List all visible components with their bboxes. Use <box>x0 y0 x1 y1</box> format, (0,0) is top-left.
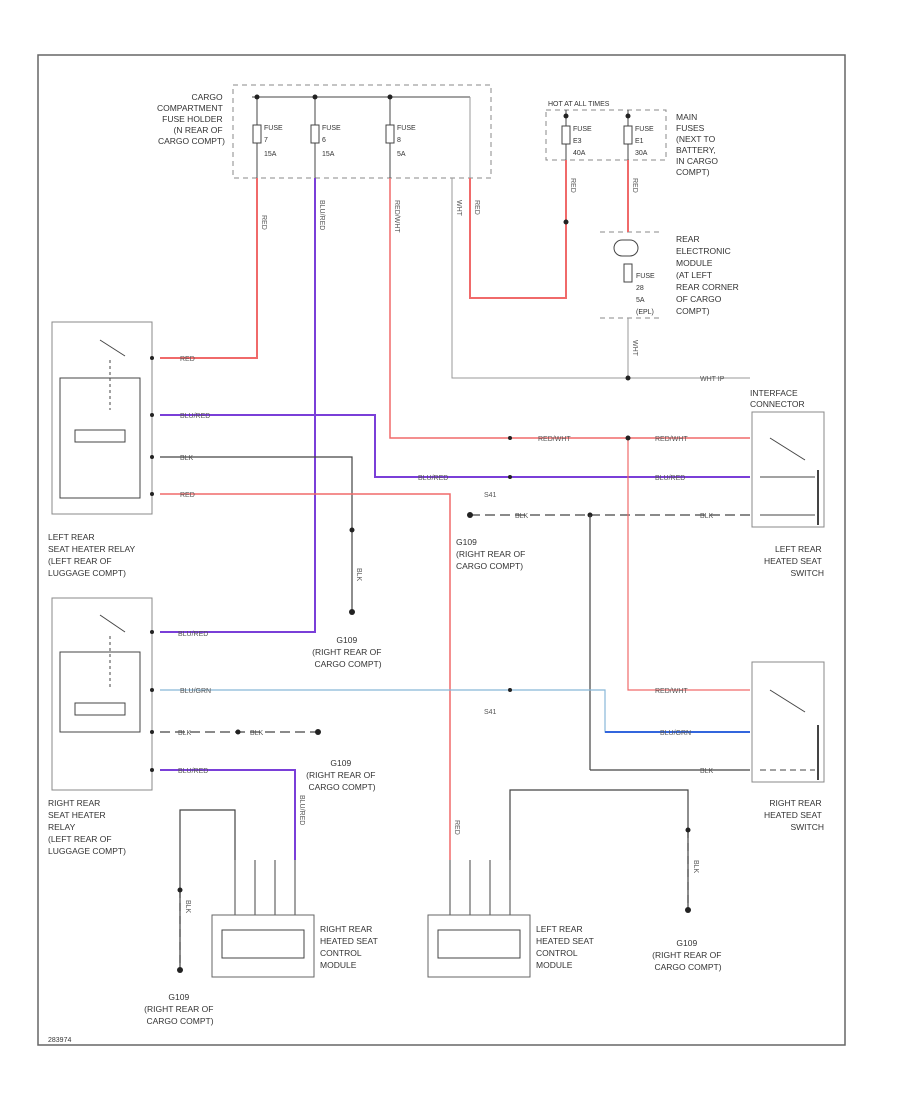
left-rear-heated-seat-switch: INTERFACE CONNECTOR LEFT REAR HEATED SEA… <box>750 388 825 578</box>
wire-violet-right-module <box>160 769 296 860</box>
left-rear-seat-heater-relay: LEFT REAR SEAT HEATER RELAY (LEFT REAR O… <box>48 321 154 578</box>
wire-violet-fuse6 <box>160 178 316 633</box>
wire-black-left-relay <box>160 456 353 612</box>
ground-label-2: G109 (RIGHT REAR OF CARGO COMPT) <box>456 537 528 571</box>
wire-label-blured-7: BLU/RED <box>298 795 305 825</box>
svg-text:RIGHT REAR HEATED SEAT: RIGHT REAR HEATED SEAT SWITCH <box>764 798 824 832</box>
fuse-holder-line-1: CARGO <box>191 92 223 102</box>
wire-label-red-1: RED <box>260 215 267 230</box>
ground-label-5: G109 (RIGHT REAR OF CARGO COMPT) <box>652 938 724 972</box>
wire-red-fuse7 <box>160 178 258 359</box>
wire-label-red-5: RED <box>631 178 638 193</box>
figure-code: 283974 <box>48 1037 71 1044</box>
wire-label-blk-5: BLK <box>700 768 714 775</box>
wire-label-blured-1: BLU/RED <box>318 200 325 230</box>
svg-text:RIGHT REAR HEATED SEAT: RIGHT REAR HEATED SEAT CONTROL MODULE <box>320 924 380 970</box>
fuse-holder-line-5: CARGO COMPT) <box>158 136 225 146</box>
wire-redwht-right-switch <box>627 438 750 691</box>
wire-label-redwht-3: RED/WHT <box>655 436 688 443</box>
wire-wht <box>451 178 750 379</box>
wire-label-blk-7: BLK <box>250 730 264 737</box>
hot-at-all-times-label: HOT AT ALL TIMES <box>548 101 610 108</box>
svg-text:LEFT REAR HEATED SEAT: LEFT REAR HEATED SEAT SWITCH <box>764 544 824 578</box>
ground-label-4: G109 (RIGHT REAR OF CARGO COMPT) <box>144 992 216 1026</box>
wire-label-redwht-1: RED/WHT <box>393 200 400 233</box>
wire-label-blured-2: BLU/RED <box>178 631 208 638</box>
wire-label-wht-2: WHT <box>631 340 638 357</box>
splice-s1: S41 <box>484 492 497 499</box>
wire-label-blk-3: BLK <box>515 513 529 520</box>
cargo-fuse-holder: CARGO COMPARTMENT FUSE HOLDER (N REAR OF… <box>157 84 492 179</box>
wire-red-left-module <box>160 493 451 860</box>
wire-label-blugrn-2: BLU/GRN <box>660 730 691 737</box>
right-rear-seat-heater-relay: RIGHT REAR SEAT HEATER RELAY (LEFT REAR … <box>48 597 154 856</box>
wire-label-red-7: RED <box>453 820 460 835</box>
wire-label-blured-3: BLU/RED <box>180 413 210 420</box>
svg-text:LEFT REAR HEATED SEAT: LEFT REAR HEATED SEAT CONTROL MODULE <box>536 924 596 970</box>
wire-label-red-2: RED <box>180 356 195 363</box>
fuse-holder-line-2: COMPARTMENT <box>157 103 223 113</box>
wire-label-red-4: RED <box>569 178 576 193</box>
svg-text:CARGO COMPARTMENT: CARGO COMPARTMENT FUSE HOLDER (N REAR OF… <box>157 92 225 146</box>
wire-label-wht-ip: WHT IP <box>700 376 725 383</box>
wire-label-red-6: RED <box>180 492 195 499</box>
wire-label-blured-4: BLU/RED <box>418 475 448 482</box>
svg-text:RIGHT REAR SEAT HEATER: RIGHT REAR SEAT HEATER RELAY (LEFT REAR … <box>48 798 126 856</box>
left-rear-heated-seat-control-module: LEFT REAR HEATED SEAT CONTROL MODULE <box>427 914 596 978</box>
wire-label-blured-6: BLU/RED <box>178 768 208 775</box>
wire-red-loop <box>469 160 567 299</box>
right-rear-heated-seat-switch: RIGHT REAR HEATED SEAT SWITCH <box>751 661 825 832</box>
wire-label-blured-5: BLU/RED <box>655 475 685 482</box>
wire-label-wht-1: WHT <box>455 200 462 217</box>
diagram-frame <box>37 54 846 1046</box>
svg-text:MAIN FUSES (NEXT T: MAIN FUSES (NEXT TO BATTERY, IN CARGO CO… <box>676 112 720 177</box>
wire-label-redwht-4: RED/WHT <box>655 688 688 695</box>
wire-label-redwht-2: RED/WHT <box>538 436 571 443</box>
wire-violet-left <box>160 414 750 478</box>
svg-text:LEFT REAR SEAT HEATER RE: LEFT REAR SEAT HEATER RELAY (LEFT REAR O… <box>48 532 137 578</box>
wire-label-blk-4: BLK <box>700 513 714 520</box>
wire-label-blugrn-1: BLU/GRN <box>180 688 211 695</box>
wire-label-red-3: RED <box>473 200 480 215</box>
svg-text:REAR ELECTRONIC MO: REAR ELECTRONIC MODULE (AT LEFT REAR COR… <box>676 234 741 316</box>
wire-label-blk-6: BLK <box>178 730 192 737</box>
ground-label-1: G109 (RIGHT REAR OF CARGO COMPT) <box>312 635 384 669</box>
fuse-holder-line-3: FUSE HOLDER <box>162 114 222 124</box>
wire-label-blk-1: BLK <box>180 455 194 462</box>
wire-label-blk-8: BLK <box>184 900 191 914</box>
svg-text:INTERFACE CONNECTOR: INTERFACE CONNECTOR <box>750 388 805 409</box>
right-rear-heated-seat-control-module: RIGHT REAR HEATED SEAT CONTROL MODULE <box>211 914 380 978</box>
ground-label-3: G109 (RIGHT REAR OF CARGO COMPT) <box>306 758 378 792</box>
wire-label-blk-9: BLK <box>692 860 699 874</box>
wire-blugrn <box>160 689 750 733</box>
splice-s2: S41 <box>484 709 497 716</box>
fuse-holder-line-4: (N REAR OF <box>174 125 223 135</box>
wire-label-blk-2: BLK <box>355 568 362 582</box>
